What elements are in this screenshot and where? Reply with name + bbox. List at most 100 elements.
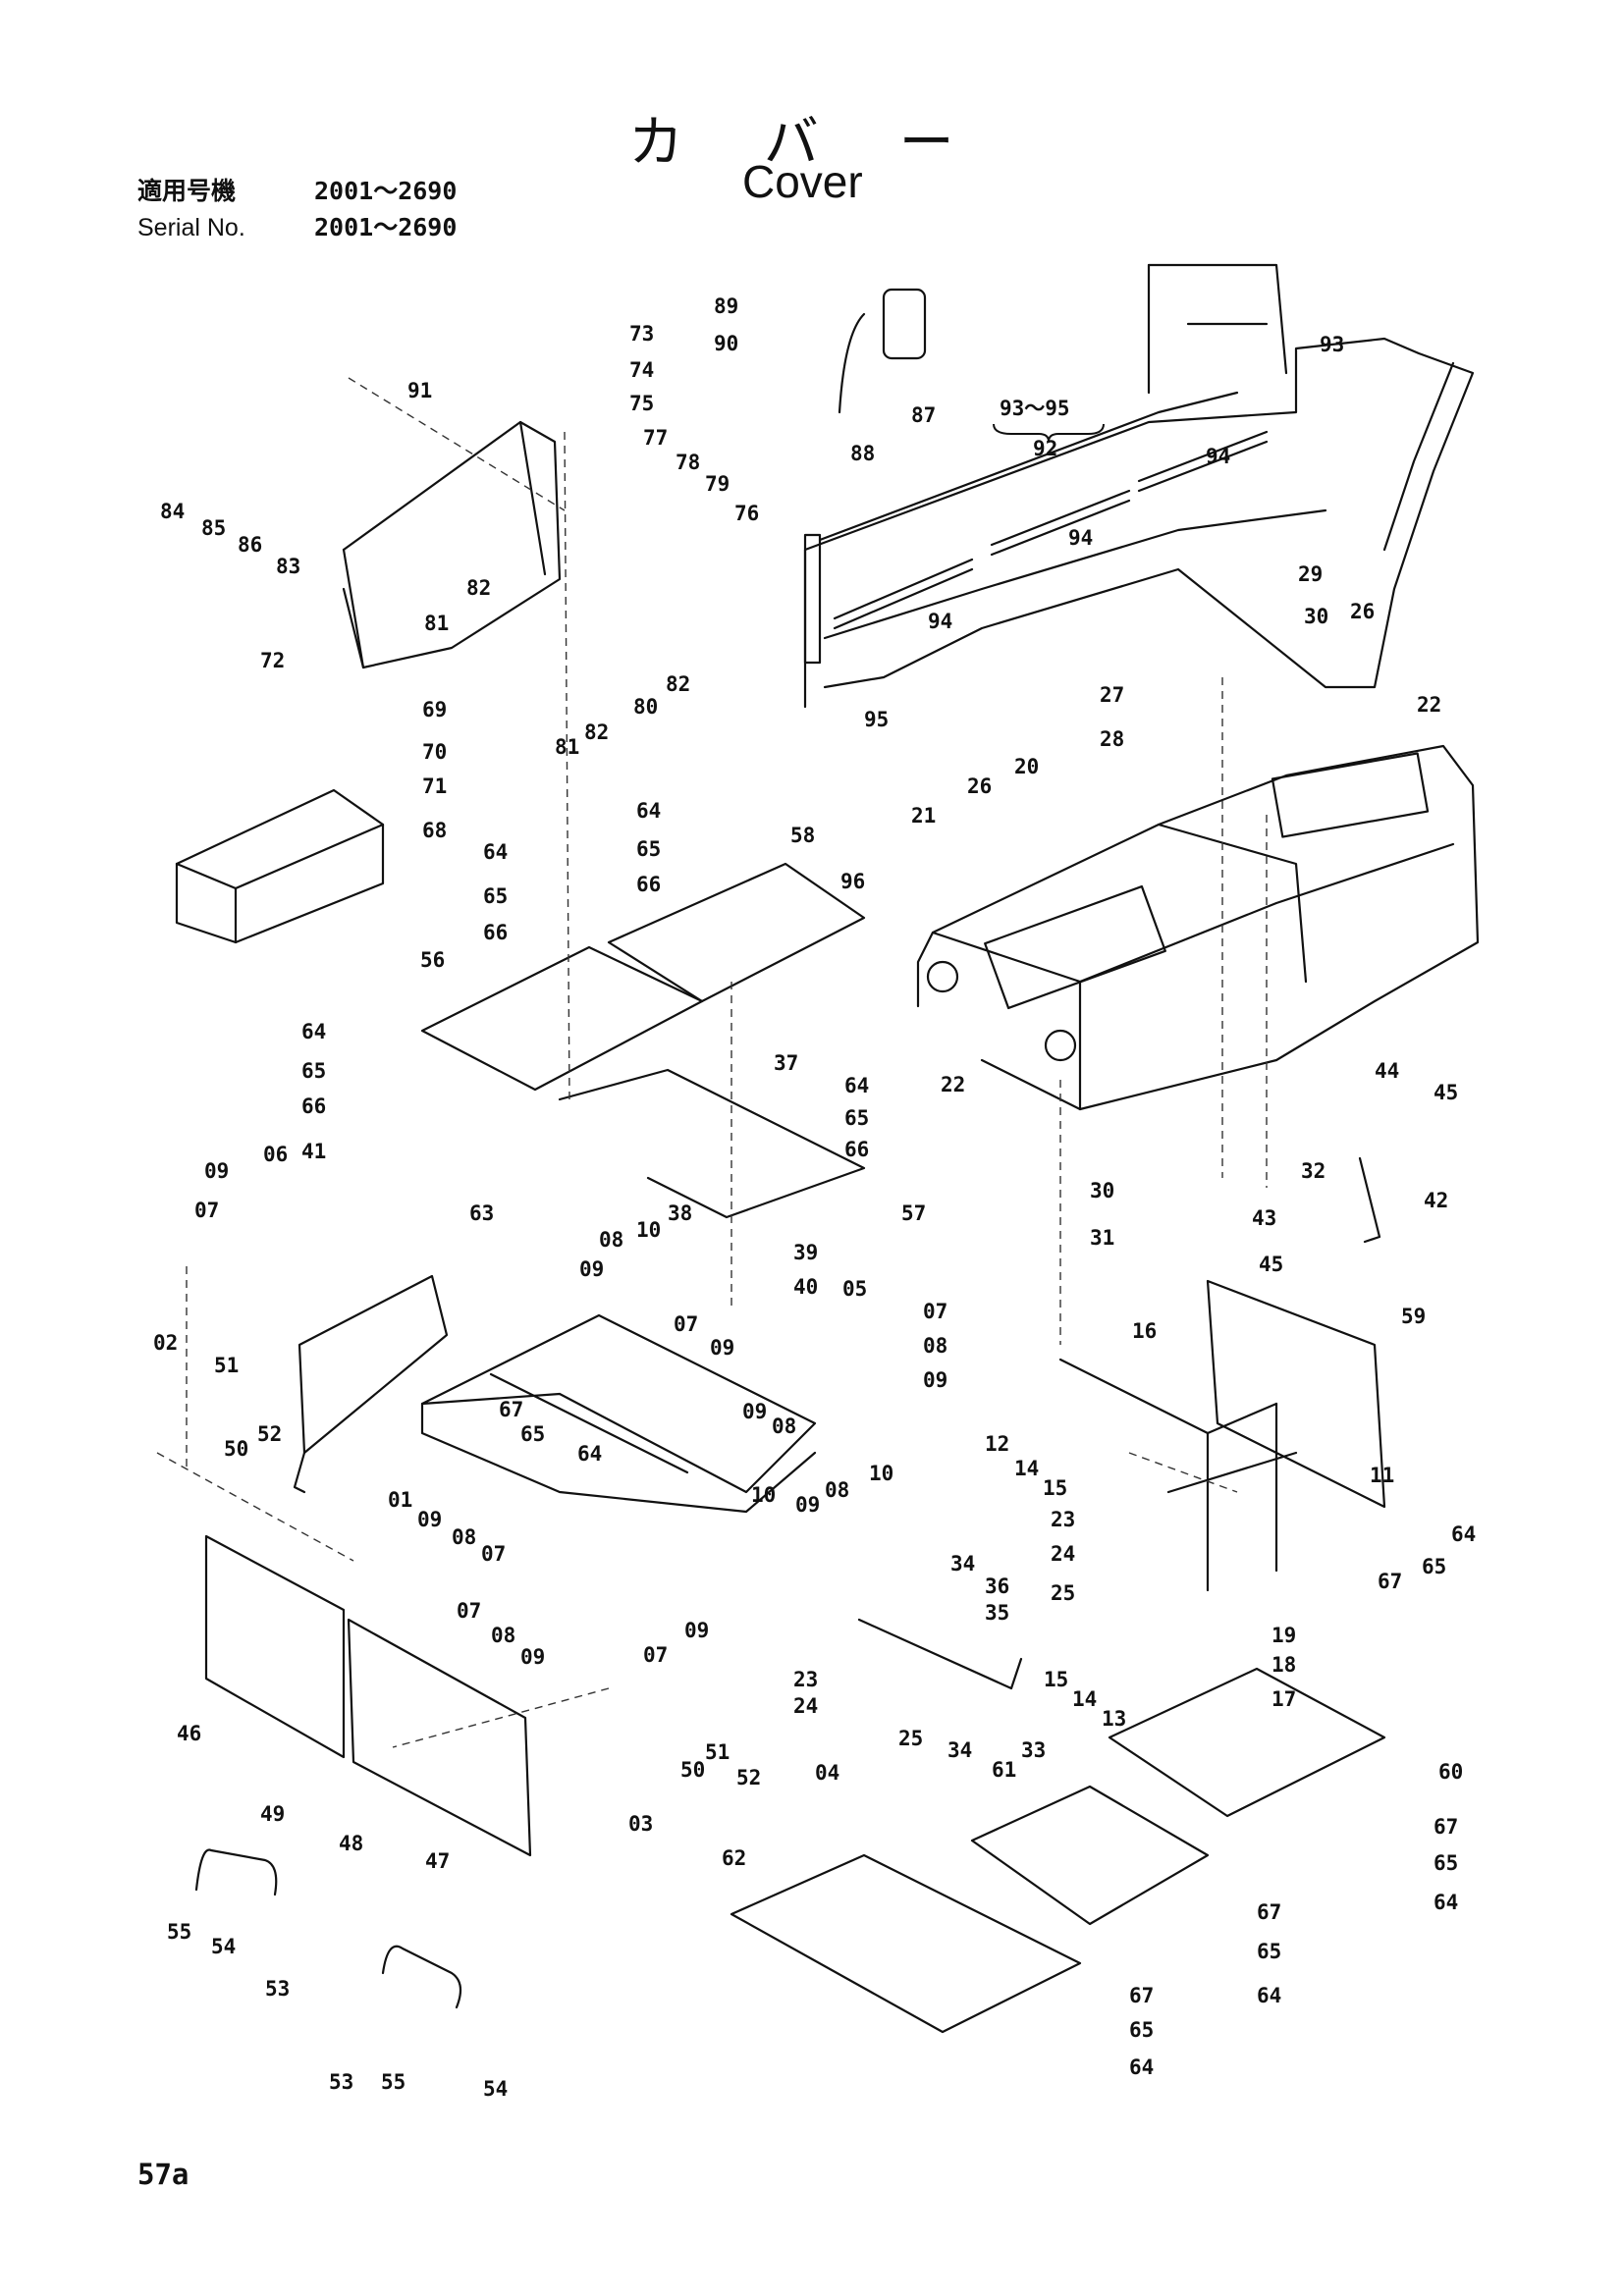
callout-14b: 14: [1072, 1687, 1097, 1711]
callout-08b: 08: [923, 1334, 947, 1358]
callout-96: 96: [840, 870, 865, 893]
callout-24b: 24: [793, 1694, 818, 1718]
callout-64g: 64: [1434, 1891, 1458, 1914]
callout-06: 06: [263, 1143, 288, 1166]
callout-09f: 09: [417, 1508, 442, 1531]
callout-51a: 51: [214, 1354, 239, 1377]
callout-83: 83: [276, 555, 300, 578]
callout-64b: 64: [483, 840, 508, 864]
callout-14a: 14: [1014, 1457, 1039, 1480]
callout-24a: 24: [1051, 1542, 1075, 1566]
callout-50a: 50: [224, 1437, 248, 1461]
callout-91: 91: [407, 379, 432, 402]
callout-65b: 65: [483, 884, 508, 908]
callout-65c: 65: [301, 1059, 326, 1083]
callout-90: 90: [714, 332, 738, 355]
callout-02: 02: [153, 1331, 178, 1355]
serial-value-jp: 2001～2690: [314, 177, 458, 205]
bracket-59-outline: [1206, 1279, 1386, 1509]
callout-52b: 52: [736, 1766, 761, 1789]
callout-74: 74: [629, 358, 654, 382]
callout-08e: 08: [825, 1478, 849, 1502]
callout-66c: 66: [301, 1095, 326, 1118]
page-title-japanese: カ バ ー: [628, 111, 962, 175]
callout-12: 12: [985, 1432, 1009, 1456]
callout-10c: 10: [869, 1462, 893, 1485]
side-cover-72-outline: [342, 420, 562, 669]
callout-36: 36: [985, 1575, 1009, 1598]
callout-09g: 09: [795, 1493, 820, 1517]
callout-94a: 94: [1206, 445, 1230, 468]
callout-43: 43: [1252, 1206, 1276, 1230]
callout-34a: 34: [950, 1552, 975, 1575]
callout-67a: 67: [499, 1398, 523, 1421]
callout-52a: 52: [257, 1422, 282, 1446]
rod-42-outline: [1358, 1156, 1381, 1244]
serial-label-en: Serial No.: [137, 214, 245, 241]
serial-value-en: 2001～2690: [314, 213, 458, 241]
callout-10a: 10: [636, 1218, 661, 1242]
callout-66a: 66: [636, 873, 661, 896]
side-cover-outline: [803, 263, 1475, 709]
callout-21: 21: [911, 804, 936, 828]
callout-89: 89: [714, 294, 738, 318]
callout-09c: 09: [710, 1336, 734, 1360]
page-number: 57a: [137, 2158, 189, 2191]
callout-93: 93: [1320, 333, 1344, 356]
callout-04: 04: [815, 1761, 839, 1785]
callout-76: 76: [734, 502, 759, 525]
callout-09a: 09: [204, 1159, 229, 1183]
callout-07a: 07: [194, 1199, 219, 1222]
frame-01-outline: [420, 1313, 817, 1514]
mirror-outline: [838, 288, 927, 414]
callout-44: 44: [1375, 1059, 1399, 1083]
callout-31: 31: [1090, 1226, 1114, 1250]
callout-26b: 26: [967, 774, 992, 798]
callout-94c: 94: [928, 610, 952, 633]
callout-54a: 54: [211, 1935, 236, 1958]
serial-range-english: Serial No. 2001～2690: [137, 208, 457, 243]
callout-62: 62: [722, 1846, 746, 1870]
panel-63-outline: [293, 1274, 449, 1494]
callout-40: 40: [793, 1275, 818, 1299]
callout-85: 85: [201, 516, 226, 540]
callout-67c: 67: [1434, 1815, 1458, 1839]
callout-07e: 07: [457, 1599, 481, 1623]
callout-32: 32: [1301, 1159, 1325, 1183]
callout-70: 70: [422, 740, 447, 764]
callout-34b: 34: [947, 1738, 972, 1762]
callout-03: 03: [628, 1812, 653, 1836]
callout-30b: 30: [1090, 1179, 1114, 1202]
callout-48: 48: [339, 1832, 363, 1855]
callout-45b: 45: [1259, 1253, 1283, 1276]
callout-81a: 81: [424, 612, 449, 635]
callout-22a: 22: [1417, 693, 1441, 717]
callout-08f: 08: [491, 1624, 515, 1647]
bracket-57-outline: [558, 1068, 866, 1219]
callout-65f: 65: [1422, 1555, 1446, 1578]
assembly-leader-lines: [156, 377, 1268, 1748]
callout-68: 68: [422, 819, 447, 842]
callout-09i: 09: [684, 1619, 709, 1642]
callout-56: 56: [420, 948, 445, 972]
callout-82c: 82: [584, 721, 609, 744]
callout-01: 01: [388, 1488, 412, 1512]
callout-28: 28: [1100, 727, 1124, 751]
callout-41: 41: [301, 1140, 326, 1163]
callout-55b: 55: [381, 2070, 406, 2094]
handle-53-upper: [194, 1848, 278, 1896]
callout-33: 33: [1021, 1738, 1046, 1762]
callout-07f: 07: [643, 1643, 668, 1667]
callout-66b: 66: [483, 921, 508, 944]
callout-46: 46: [177, 1722, 201, 1745]
callout-23a: 23: [1051, 1508, 1075, 1531]
callout-37: 37: [774, 1051, 798, 1075]
callout-10b: 10: [751, 1483, 776, 1507]
callout-50b: 50: [680, 1758, 705, 1782]
group-label-92: 93～95 92: [993, 397, 1105, 460]
callout-51b: 51: [705, 1740, 730, 1764]
callout-64f: 64: [1451, 1522, 1476, 1546]
callout-71: 71: [422, 774, 447, 798]
callout-35: 35: [985, 1601, 1009, 1625]
